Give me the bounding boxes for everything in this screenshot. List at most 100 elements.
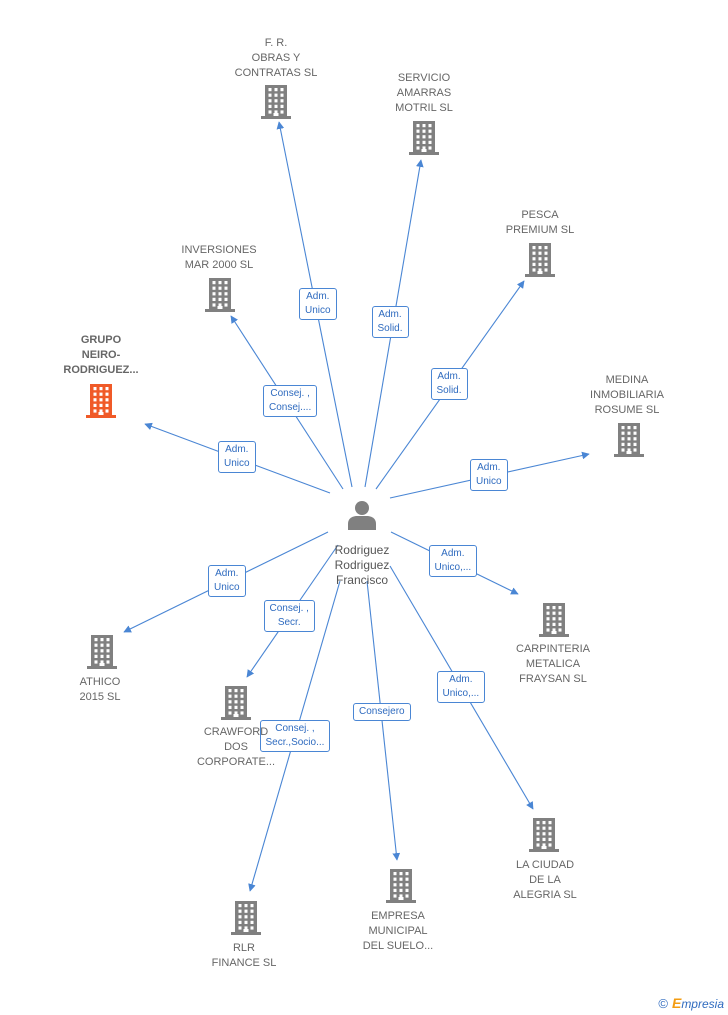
edge-label-grupo-neiro[interactable]: Adm. Unico bbox=[218, 441, 256, 473]
node-label-servicio-amarras-line: AMARRAS bbox=[396, 87, 452, 99]
edge-label-medina-line: Unico bbox=[476, 476, 502, 487]
edge-label-grupo-neiro-line: Adm. bbox=[225, 444, 249, 455]
edge-label-rlr-finance[interactable]: Consej. , Secr.,Socio... bbox=[259, 720, 331, 752]
node-label-fr-obras-line: F. R. bbox=[264, 37, 288, 49]
node-label-fr-obras-line: OBRAS Y bbox=[251, 52, 301, 64]
center-person-label-line: Francisco bbox=[335, 573, 388, 587]
edge-label-ciudad-alegria[interactable]: Adm. Unico,... bbox=[436, 671, 486, 703]
edge-label-crawford[interactable]: Consej. , Secr. bbox=[263, 600, 315, 632]
building-icon bbox=[539, 603, 569, 637]
edge-label-fr-obras-line: Unico bbox=[305, 305, 331, 316]
center-person-label-line: Rodriguez bbox=[334, 558, 390, 572]
center-person-label-line: Rodriguez bbox=[334, 543, 390, 557]
node-label-rlr-finance-line: FINANCE SL bbox=[211, 957, 277, 969]
node-label-empresa-municipal-line: MUNICIPAL bbox=[368, 925, 428, 937]
node-label-grupo-neiro[interactable]: GRUPO NEIRO- RODRIGUEZ... bbox=[26, 333, 176, 378]
brand-footer: ©Empresia bbox=[658, 995, 724, 1011]
edge-label-pesca-premium-line: Solid. bbox=[436, 385, 462, 396]
building-icon bbox=[221, 686, 251, 720]
node-label-empresa-municipal-line: DEL SUELO... bbox=[362, 940, 434, 952]
edge-label-inversiones-mar-line: Consej. , bbox=[270, 388, 310, 399]
edge-label-ciudad-alegria-line: Unico,... bbox=[442, 688, 480, 699]
edge-label-fr-obras[interactable]: Adm. Unico bbox=[299, 288, 337, 320]
node-label-medina-line: MEDINA bbox=[605, 374, 649, 386]
edge-label-rlr-finance-line: Secr.,Socio... bbox=[265, 737, 325, 748]
edge-label-inversiones-mar-line: Consej.... bbox=[269, 402, 312, 413]
building-icon bbox=[529, 818, 559, 852]
node-label-servicio-amarras[interactable]: SERVICIO AMARRAS MOTRIL SL bbox=[349, 71, 499, 116]
node-label-pesca-premium-line: PREMIUM SL bbox=[505, 224, 575, 236]
node-label-ciudad-alegria[interactable]: LA CIUDAD DE LA ALEGRIA SL bbox=[470, 858, 620, 903]
node-label-pesca-premium-line: PESCA bbox=[521, 209, 559, 221]
node-label-servicio-amarras-line: SERVICIO bbox=[397, 72, 451, 84]
node-label-crawford-line: CRAWFORD bbox=[203, 726, 269, 738]
building-icon bbox=[614, 423, 644, 457]
edge-label-medina-line: Adm. bbox=[477, 462, 501, 473]
node-label-ciudad-alegria-line: DE LA bbox=[529, 874, 561, 886]
edge-label-empresa-municipal-line: Consejero bbox=[359, 706, 405, 717]
node-label-medina[interactable]: MEDINA INMOBILIARIA ROSUME SL bbox=[552, 373, 702, 418]
node-label-carpinteria-line: CARPINTERIA bbox=[516, 643, 590, 655]
building-icon bbox=[409, 121, 439, 155]
edge-label-ciudad-alegria-line: Adm. bbox=[449, 674, 473, 685]
node-label-ciudad-alegria-line: LA CIUDAD bbox=[515, 859, 575, 871]
node-label-grupo-neiro-line: GRUPO bbox=[80, 334, 122, 346]
edge-label-crawford-line: Secr. bbox=[277, 617, 301, 628]
node-label-empresa-municipal[interactable]: EMPRESA MUNICIPAL DEL SUELO... bbox=[323, 909, 473, 954]
node-label-inversiones-mar[interactable]: INVERSIONES MAR 2000 SL bbox=[144, 243, 294, 273]
edge-label-fr-obras-line: Adm. bbox=[306, 291, 330, 302]
edge-label-inversiones-mar[interactable]: Consej. , Consej.... bbox=[263, 385, 318, 417]
edge-label-athico[interactable]: Adm. Unico bbox=[208, 565, 246, 597]
node-label-carpinteria-line: FRAYSAN SL bbox=[519, 673, 587, 685]
node-label-ciudad-alegria-line: ALEGRIA SL bbox=[513, 889, 577, 901]
node-label-medina-line: INMOBILIARIA bbox=[590, 389, 664, 401]
edge-label-medina[interactable]: Adm. Unico bbox=[470, 459, 508, 491]
node-label-carpinteria[interactable]: CARPINTERIA METALICA FRAYSAN SL bbox=[478, 642, 628, 687]
edge-label-servicio-amarras[interactable]: Adm. Solid. bbox=[371, 306, 409, 338]
node-label-crawford-line: CORPORATE... bbox=[196, 756, 276, 768]
edge-label-carpinteria[interactable]: Adm. Unico,... bbox=[428, 545, 478, 577]
edge-label-crawford-line: Consej. , bbox=[269, 603, 309, 614]
node-label-rlr-finance[interactable]: RLR FINANCE SL bbox=[169, 941, 319, 971]
node-label-grupo-neiro-line: NEIRO- bbox=[81, 349, 121, 361]
edge-label-rlr-finance-line: Consej. , bbox=[275, 723, 315, 734]
node-label-fr-obras-line: CONTRATAS SL bbox=[234, 67, 318, 79]
edge-label-servicio-amarras-line: Adm. bbox=[378, 309, 402, 320]
node-label-pesca-premium[interactable]: PESCA PREMIUM SL bbox=[465, 208, 615, 238]
building-icon bbox=[261, 85, 291, 119]
brand-name: mpresia bbox=[681, 997, 724, 1011]
node-label-athico[interactable]: ATHICO 2015 SL bbox=[25, 675, 175, 705]
building-icon bbox=[231, 901, 261, 935]
edge-label-athico-line: Unico bbox=[214, 582, 240, 593]
edge-label-athico-line: Adm. bbox=[215, 568, 239, 579]
building-icon bbox=[386, 869, 416, 903]
edge-label-grupo-neiro-line: Unico bbox=[224, 458, 250, 469]
node-label-inversiones-mar-line: MAR 2000 SL bbox=[184, 259, 254, 271]
edge-label-carpinteria-line: Unico,... bbox=[434, 562, 472, 573]
node-label-servicio-amarras-line: MOTRIL SL bbox=[395, 102, 453, 114]
node-label-athico-line: 2015 SL bbox=[79, 691, 121, 703]
brand-initial: E bbox=[671, 995, 682, 1011]
node-label-crawford-line: DOS bbox=[224, 741, 248, 753]
node-label-medina-line: ROSUME SL bbox=[594, 404, 660, 416]
building-icon bbox=[86, 384, 116, 418]
edge-label-carpinteria-line: Adm. bbox=[441, 548, 465, 559]
node-label-empresa-municipal-line: EMPRESA bbox=[371, 910, 425, 922]
node-label-carpinteria-line: METALICA bbox=[525, 658, 581, 670]
edge-label-servicio-amarras-line: Solid. bbox=[377, 323, 403, 334]
building-icon bbox=[205, 278, 235, 312]
node-label-athico-line: ATHICO bbox=[79, 676, 121, 688]
node-label-fr-obras[interactable]: F. R. OBRAS Y CONTRATAS SL bbox=[201, 36, 351, 81]
node-label-crawford[interactable]: CRAWFORD DOS CORPORATE... bbox=[161, 725, 311, 770]
node-label-rlr-finance-line: RLR bbox=[232, 942, 255, 954]
copyright-icon: © bbox=[658, 996, 668, 1011]
edge-label-empresa-municipal[interactable]: Consejero bbox=[353, 703, 411, 721]
edge-label-pesca-premium[interactable]: Adm. Solid. bbox=[430, 368, 468, 400]
person-icon bbox=[348, 501, 376, 530]
node-label-inversiones-mar-line: INVERSIONES bbox=[181, 244, 257, 256]
node-label-grupo-neiro-line: RODRIGUEZ... bbox=[63, 364, 139, 376]
edge-label-pesca-premium-line: Adm. bbox=[437, 371, 461, 382]
building-icon bbox=[87, 635, 117, 669]
